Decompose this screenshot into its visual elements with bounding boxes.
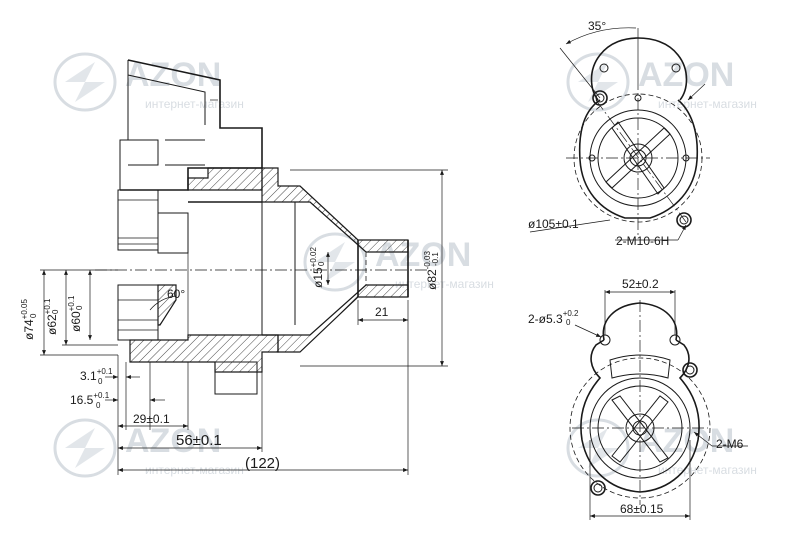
dim-16-5-tol-up: +0.1	[93, 391, 109, 400]
watermark-logo: AZON интернет-магазин	[53, 418, 244, 478]
dim-dia-82-tol-low: -0.1	[431, 252, 440, 266]
dim-holes-5-3: 2-ø5.3	[528, 312, 563, 326]
dim-dia-15: ø15	[311, 267, 325, 288]
dim-bolt-circle-105: ø105±0.1	[528, 217, 579, 231]
svg-text:16.5+0.1: 16.5+0.1	[70, 391, 110, 407]
dim-width-52: 52±0.2	[622, 277, 659, 291]
dim-3-1: 3.1	[80, 369, 97, 383]
dim-56: 56±0.1	[176, 432, 222, 449]
dim-dia-15-tol-low: 0	[317, 261, 326, 266]
dim-dia-60-tol-up: +0.1	[67, 295, 76, 311]
dim-16-5: 16.5	[70, 393, 94, 407]
dim-dia-62-tol-low: 0	[51, 309, 60, 314]
dim-dia-60-tol-low: 0	[75, 305, 84, 310]
svg-text:ø15+0.02: ø15+0.02	[309, 247, 325, 288]
dim-dia-82: ø82	[425, 269, 439, 290]
dim-dia-74-tol-low: 0	[29, 313, 38, 318]
top-end-view: 35° ø105±0.1 2-M10-6H	[528, 19, 710, 248]
watermark-tagline: интернет-магазин	[395, 277, 494, 291]
dim-dia-82-tol-up: -0.03	[423, 251, 432, 270]
dim-angle-60: 60°	[167, 287, 185, 301]
watermark-logo: AZON интернет-магазин	[53, 52, 244, 112]
dim-dia-60: ø60	[69, 311, 83, 332]
svg-text:ø62+0.1: ø62+0.1	[43, 298, 59, 335]
dim-dia-62-tol-up: +0.1	[43, 298, 52, 314]
dim-holes-5-3-tol-up: +0.2	[563, 309, 579, 318]
watermark-tagline: интернет-магазин	[658, 97, 757, 111]
dim-dia-15-tol-up: +0.02	[309, 247, 318, 268]
bottom-end-view: 52±0.2 2-ø5.3+0.2 0 2-M6 68±0.15	[528, 277, 748, 520]
dim-width-68: 68±0.15	[620, 502, 664, 516]
dim-dia-74-tol-up: +0.05	[20, 299, 29, 320]
dim-dia-74: ø74	[22, 319, 36, 340]
svg-text:ø74+0.05: ø74+0.05	[20, 299, 36, 340]
dim-holes-5-3-tol-low: 0	[566, 318, 571, 327]
dim-dia-62: ø62	[45, 314, 59, 335]
svg-text:2-ø5.3+0.2: 2-ø5.3+0.2	[528, 309, 579, 326]
dim-122: (122)	[245, 455, 280, 472]
watermark-tagline: интернет-магазин	[658, 463, 757, 477]
svg-text:ø60+0.1: ø60+0.1	[67, 295, 83, 332]
svg-text:3.1+0.1: 3.1+0.1	[80, 367, 113, 383]
dim-angle-35: 35°	[588, 19, 606, 33]
dim-thread-m10: 2-M10-6H	[616, 234, 669, 248]
dim-29: 29±0.1	[133, 412, 170, 426]
dim-3-1-tol-low: 0	[98, 377, 103, 386]
svg-text:ø82-0.03: ø82-0.03	[423, 251, 439, 290]
dim-21: 21	[375, 305, 389, 319]
dim-16-5-tol-low: 0	[96, 401, 101, 410]
dim-3-1-tol-up: +0.1	[97, 367, 113, 376]
side-section-view: ø74+0.05 0 ø62+0.1 0 ø60+0.1 0 60° 3.1+0…	[20, 59, 448, 475]
watermark-tagline: интернет-магазин	[145, 97, 244, 111]
watermark-brand: AZON	[125, 422, 221, 460]
dim-thread-m6: 2-M6	[716, 437, 744, 451]
